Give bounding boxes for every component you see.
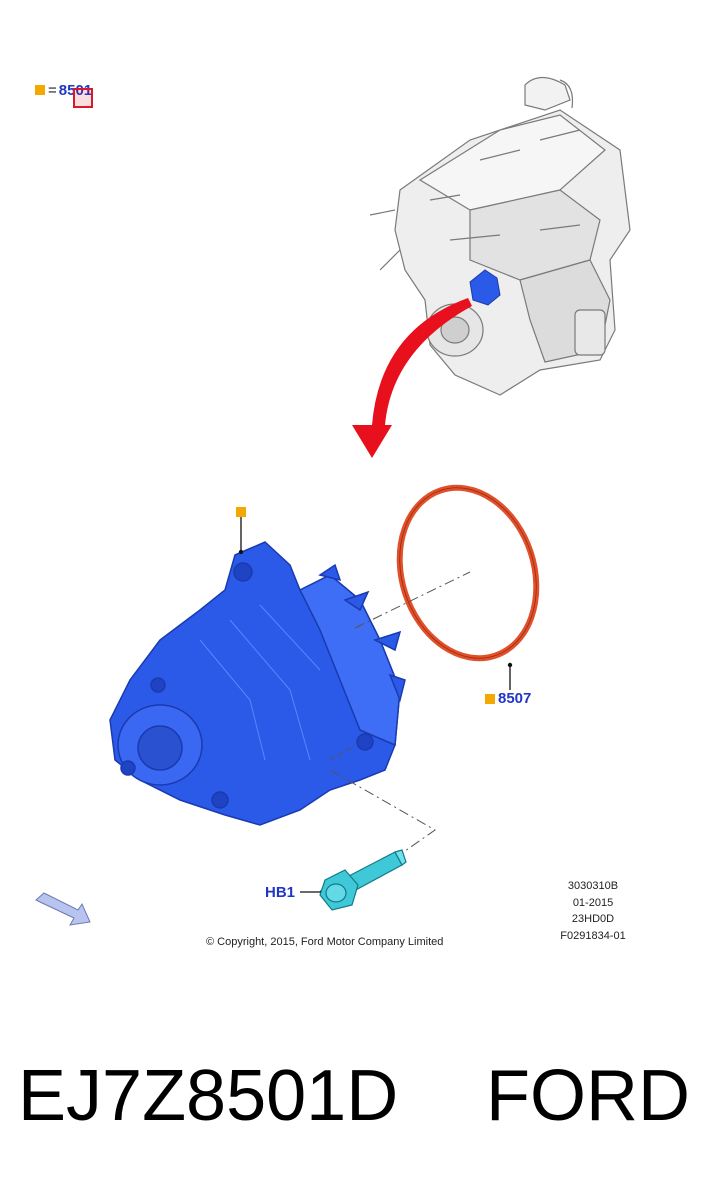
exploded-diagram	[35, 76, 631, 926]
gasket-outline	[399, 487, 537, 659]
gasket-callout: 8507	[485, 690, 531, 707]
drawing-info-block: 3030310B 01-2015 23HD0D F0291834-01	[556, 878, 630, 944]
engine-assembly-illustration	[369, 76, 631, 396]
red-direction-arrow	[352, 298, 472, 458]
bolt-callout-label: HB1	[265, 884, 296, 901]
legend-marker-icon	[35, 85, 45, 95]
info-line-code: 3030310B	[567, 880, 619, 892]
info-line-date: 01-2015	[572, 896, 614, 909]
part-code: EJ7Z8501D	[18, 1056, 399, 1136]
legend-equals: =	[48, 81, 57, 99]
installed-pump-highlight	[469, 269, 501, 306]
info-line-figure-id: F0291834-01	[560, 929, 626, 942]
copyright-text: © Copyright, 2015, Ford Motor Company Li…	[206, 936, 444, 948]
legend-part-number: 8501	[58, 81, 93, 108]
gasket-callout-label: 8507	[498, 690, 532, 707]
info-line-variant: 23HD0D	[571, 913, 615, 925]
gasket-marker-icon	[485, 693, 495, 704]
legend: = 8501	[35, 80, 93, 108]
bolt-callout: HB1	[265, 884, 295, 901]
bolt-illustration	[319, 849, 407, 911]
bolt-hole-line	[329, 744, 356, 761]
legend-part-number-text: 8501	[58, 81, 93, 99]
gasket-leader-dot	[507, 662, 513, 668]
water-pump-illustration	[109, 541, 406, 826]
brand-name: FORD	[486, 1056, 690, 1136]
legend-highlight-box	[72, 87, 93, 108]
pump-leader-dot	[238, 549, 244, 555]
gasket-centerline	[354, 571, 471, 629]
pump-marker	[236, 504, 246, 522]
view-direction-arrow-icon	[35, 892, 91, 926]
pump-marker-icon	[236, 507, 246, 517]
bolt-centerline	[329, 769, 436, 859]
